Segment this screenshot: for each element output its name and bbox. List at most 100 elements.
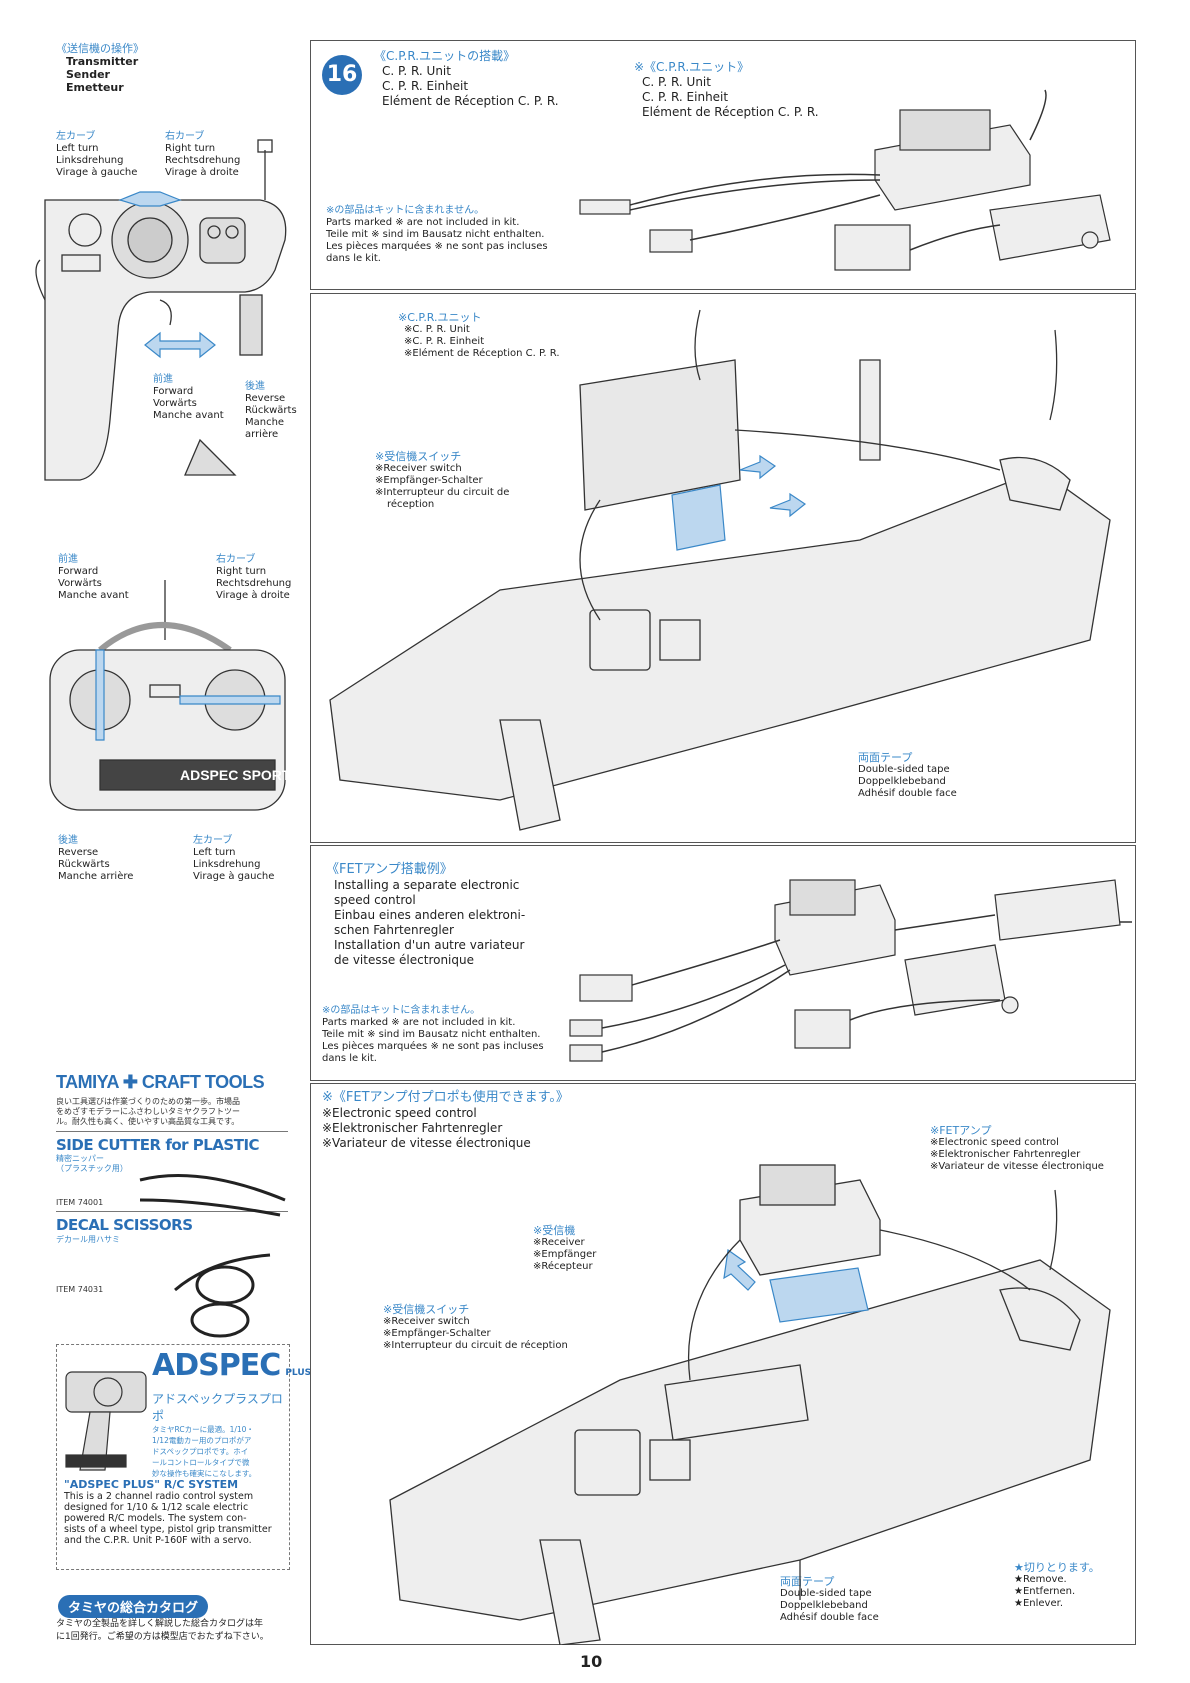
label-jp: ※《C.P.R.ユニット》 [634, 60, 750, 74]
box-transmitter-illustration: ADSPEC SPORT [49, 580, 291, 811]
label-jp: 前進 [58, 554, 78, 565]
transmitter-fr: Emetteur [66, 81, 124, 94]
label-en: Left turn [56, 143, 99, 154]
transmitter-heading: 《送信機の操作》 Transmitter Sender Emetteur [56, 42, 144, 94]
catalog-text-2: に1回発行。ご希望の方は模型店でおたずね下さい。 [56, 1632, 269, 1642]
label-jp: 左カーブ [56, 131, 96, 142]
label-de-1: Einbau eines anderen elektroni- [334, 908, 526, 922]
transmitter-en: Transmitter [66, 55, 139, 68]
p2-tape-label: 両面テープ Double-sided tape Doppelklebeband … [858, 752, 957, 800]
fet-components-illustration [569, 879, 1132, 1062]
label-fr: ※Interrupteur du circuit de [375, 487, 510, 498]
transmitter-de: Sender [66, 68, 110, 81]
decal-scissors-jp: デカール用ハサミ [56, 1235, 120, 1244]
side-cutter-item-no: ITEM 74001 [56, 1198, 104, 1207]
label-de: Rückwärts [58, 859, 110, 870]
adspec-jp-1: タミヤRCカーに最適。1/10・ [152, 1425, 254, 1434]
label-fr: Manche avant [58, 590, 129, 601]
label-en: Reverse [245, 393, 286, 404]
step-16-note: ※の部品はキットに含まれません。 Parts marked ※ are not … [326, 205, 548, 265]
adspec-title: "ADSPEC PLUS" R/C SYSTEM [64, 1478, 239, 1491]
label-fr: Virage à gauche [193, 871, 275, 882]
label-fr: ※Interrupteur du circuit de réception [383, 1340, 568, 1351]
label-jp: 右カーブ [165, 131, 205, 142]
label-de: ※Empfänger-Schalter [383, 1328, 491, 1339]
label-fr-2: de vitesse électronique [334, 953, 474, 967]
label-de: ※Elektronischer Fahrtenregler [930, 1149, 1081, 1160]
label-en: ※Receiver switch [383, 1316, 470, 1327]
label-de: ★Entfernen. [1014, 1586, 1076, 1597]
note-jp: ※の部品はキットに含まれません。 [326, 205, 485, 216]
craft-desc-1: 良い工具選びは作業づくりのための第一歩。市場品 [56, 1097, 240, 1106]
adspec-jp-5: 妙な操作も確実にこなします。 [152, 1469, 257, 1478]
label-en: Right turn [216, 566, 267, 577]
box-forward-label: 前進 Forward Vorwärts Manche avant [58, 554, 129, 602]
label-fr-2: réception [387, 499, 435, 510]
p4-cut-label: ★切りとります。 ★Remove. ★Entfernen. ★Enlever. [1014, 1562, 1100, 1610]
label-jp: 《FETアンプ搭載例》 [326, 862, 453, 877]
note-de: Teile mit ※ sind im Bausatz nicht enthal… [326, 229, 545, 240]
label-jp: 両面テープ [780, 1575, 835, 1588]
label-en: Double-sided tape [780, 1588, 872, 1599]
note-fr-2: dans le kit. [326, 253, 381, 264]
side-cutter-jp-1: 精密ニッパー [56, 1154, 104, 1163]
label-jp: ※受信機スイッチ [383, 1303, 470, 1316]
adspec-logo-text: ADSPEC [152, 1348, 281, 1383]
label-fr: Manche arrière [58, 871, 134, 882]
label-fr: Manche avant [153, 410, 224, 421]
label-jp: ※FETアンプ [930, 1124, 992, 1137]
label-fr: Elément de Réception C. P. R. [642, 105, 819, 119]
label-fr-2: arrière [245, 429, 279, 440]
label-en: Right turn [165, 143, 216, 154]
page-number: 10 [580, 1652, 603, 1671]
craft-desc-3: ル。耐久性も高く、使いやすい高品質な工具です。 [56, 1117, 240, 1126]
label-fr: Adhésif double face [780, 1612, 879, 1623]
label-de: Rückwärts [245, 405, 297, 416]
box-right-turn-label: 右カーブ Right turn Rechtsdrehung Virage à d… [216, 554, 291, 602]
label-de: Doppelklebeband [858, 776, 946, 787]
stick-right-turn-label: 右カーブ Right turn Rechtsdrehung Virage à d… [165, 131, 240, 179]
adspec-box [56, 1344, 290, 1570]
label-jp: 右カーブ [216, 554, 256, 565]
label-en-2: speed control [334, 893, 416, 907]
adspec-en-text: "ADSPEC PLUS" R/C SYSTEM This is a 2 cha… [64, 1478, 286, 1546]
adspec-jp-2: 1/12電動カー用のプロポがア [152, 1436, 252, 1445]
label-en: ★Remove. [1014, 1574, 1067, 1585]
stick-reverse-label: 後進 Reverse Rückwärts Manche arrière [245, 381, 297, 441]
chassis-illustration-2 [389, 1164, 1111, 1645]
label-de: C. P. R. Einheit [642, 90, 729, 104]
label-jp: 後進 [58, 835, 78, 846]
side-cutter-title: SIDE CUTTER for PLASTIC [56, 1136, 260, 1154]
pistol-transmitter-illustration [35, 139, 287, 481]
note-jp: ※の部品はキットに含まれません。 [322, 1005, 481, 1016]
adspec-desc-2: designed for 1/10 & 1/12 scale electric [64, 1502, 249, 1513]
adspec-desc-3: powered R/C models. The system con- [64, 1513, 247, 1524]
note-en: Parts marked ※ are not included in kit. [322, 1017, 516, 1028]
label-fr: Virage à gauche [56, 167, 138, 178]
stick-left-turn-label: 左カーブ Left turn Linksdrehung Virage à gau… [56, 131, 137, 179]
label-jp: ※受信機 [533, 1224, 576, 1237]
label-en: Reverse [58, 847, 99, 858]
label-de: Rechtsdrehung [165, 155, 241, 166]
label-fr: ※Variateur de vitesse électronique [322, 1136, 531, 1150]
label-de: ※C. P. R. Einheit [404, 336, 485, 347]
label-fr: Virage à droite [216, 590, 290, 601]
label-de: ※Empfänger [533, 1249, 597, 1260]
note-fr: Les pièces marquées ※ ne sont pas inclus… [326, 241, 548, 252]
label-en: ※Receiver switch [375, 463, 462, 474]
p4-fet-label: ※FETアンプ ※Electronic speed control ※Elekt… [930, 1125, 1104, 1173]
label-fr: ※Variateur de vitesse électronique [930, 1161, 1104, 1172]
chassis-illustration-1 [329, 309, 1111, 831]
step-16-fr: Elément de Réception C. P. R. [382, 94, 559, 108]
label-de: Vorwärts [58, 578, 102, 589]
label-en: ※Electronic speed control [930, 1137, 1059, 1148]
label-jp: 左カーブ [193, 835, 233, 846]
label-jp: 前進 [153, 374, 173, 385]
box-reverse-label: 後進 Reverse Rückwärts Manche arrière [58, 835, 133, 883]
label-fr: ※Récepteur [533, 1261, 593, 1272]
adspec-plus-text: PLUS [285, 1368, 312, 1378]
step-16-de: C. P. R. Einheit [382, 79, 469, 93]
label-de: ※Empfänger-Schalter [375, 475, 483, 486]
label-en: Forward [153, 386, 194, 397]
label-de: Linksdrehung [56, 155, 124, 166]
